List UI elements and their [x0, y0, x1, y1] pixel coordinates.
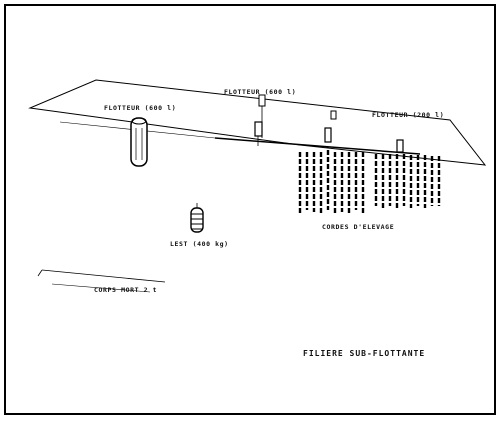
- float-top-right: [330, 110, 337, 120]
- label-ballast: LEST (400 kg): [170, 240, 229, 248]
- ballast-weight: [190, 203, 204, 233]
- culture-ropes: [298, 150, 441, 214]
- float-right: [396, 139, 404, 153]
- label-float-left: FLOTTEUR (600 l): [104, 104, 176, 112]
- water-plane: [28, 79, 487, 166]
- label-ropes: CORDES D'ELEVAGE: [322, 223, 394, 231]
- figure-caption: FILIERE SUB-FLOTTANTE: [303, 349, 425, 358]
- figure-border: [4, 4, 496, 415]
- label-dead-weight: CORPS MORT 2 t: [94, 286, 157, 294]
- float-near-ropes: [324, 127, 332, 143]
- label-float-top: FLOTTEUR (600 l): [224, 88, 296, 96]
- anchor-line: [37, 269, 166, 293]
- label-float-right: FLOTTEUR (200 l): [372, 111, 444, 119]
- longline: [214, 137, 421, 155]
- float-left: [130, 117, 148, 167]
- float-mid: [254, 121, 263, 146]
